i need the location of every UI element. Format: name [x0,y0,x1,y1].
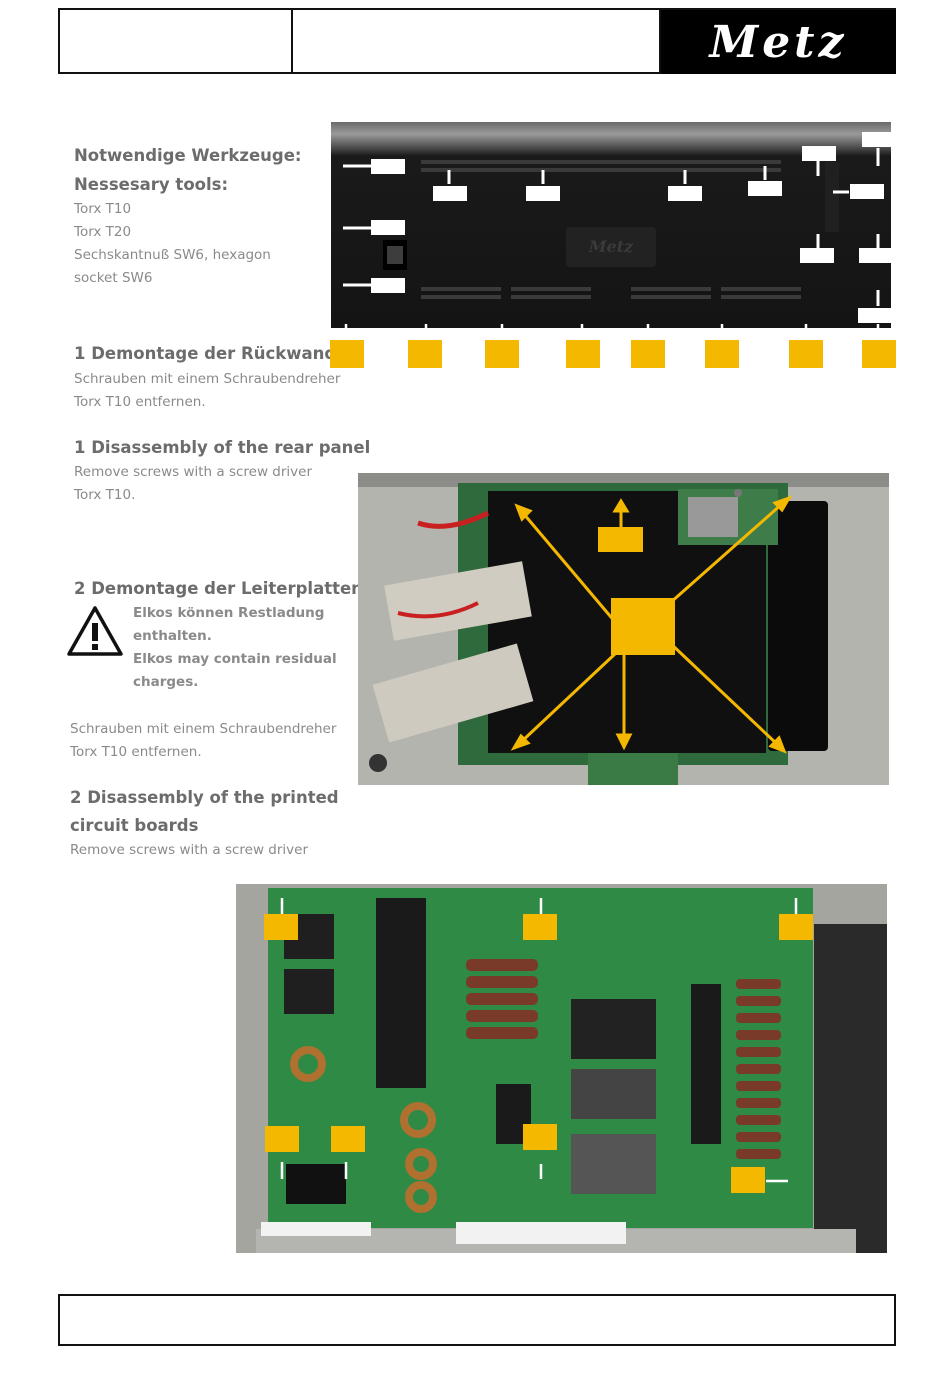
screw-label-box [800,248,834,263]
screw-label-box [802,146,836,161]
bottom-screw-arrows [344,324,880,340]
panel-metz-logo: Metz [588,237,634,256]
tool-item: Sechskantnuß SW6, hexagon [74,247,271,263]
tools-heading-de: Notwendige Werkzeuge: [74,146,302,165]
screw-marker [523,1124,557,1150]
step2-text-de: Schrauben mit einem Schraubendreher [70,721,337,737]
header-divider [659,8,661,74]
screw-label-box [862,132,896,147]
screw-label-box [371,278,405,293]
power-board-photo [236,884,887,1253]
screw-marker [330,340,364,368]
screw-label-box [371,159,405,174]
step1-title-de: 1 Demontage der Rückwand [74,344,337,363]
warning-text: enthalten. [133,628,212,644]
step1-text-de: Torx T10 entfernen. [74,394,206,410]
metz-logo: Metz [709,17,848,68]
screw-label-box [859,248,893,263]
tool-item: Torx T20 [74,224,132,240]
footer-box [58,1294,896,1346]
step2-title-en: circuit boards [70,816,199,835]
tool-item: socket SW6 [74,270,153,286]
header-divider [291,8,293,74]
screw-label-box [371,220,405,235]
warning-triangle-icon [67,606,123,656]
warning-text: Elkos können Restladung [133,605,325,621]
screw-marker [264,914,298,940]
screw-marker [598,527,643,552]
screw-label-box [433,186,467,201]
screw-marker [631,340,665,368]
screw-marker [408,340,442,368]
step2-text-de: Torx T10 entfernen. [70,744,202,760]
step1-text-en: Torx T10. [74,487,136,503]
screw-marker [265,1126,299,1152]
screw-marker [789,340,823,368]
screw-marker [331,1126,365,1152]
screw-label-box [748,181,782,196]
screw-marker-center [611,598,675,655]
warning-text: charges. [133,674,199,690]
step2-title-de: 2 Demontage der Leiterplatten [74,579,363,598]
screw-label-box [858,308,892,323]
step2-text-en: Remove screws with a screw driver [70,842,309,858]
screw-label-box [668,186,702,201]
screw-marker [566,340,600,368]
screw-marker [523,914,557,940]
screw-label-box [526,186,560,201]
screw-marker [779,914,813,940]
screw-label-box [850,184,884,199]
logo-background [661,10,896,74]
tool-item: Torx T10 [74,201,132,217]
screw-marker [731,1167,765,1193]
screw-marker [705,340,739,368]
warning-text: Elkos may contain residual [133,651,337,667]
screw-marker [485,340,519,368]
tools-heading-en: Nessesary tools: [74,175,229,194]
screw-marker [862,340,896,368]
step1-text-de: Schrauben mit einem Schraubendreher [74,371,341,387]
step1-text-en: Remove screws with a screw driver [74,464,313,480]
step1-title-en: 1 Disassembly of the rear panel [74,438,371,457]
step2-title-en: 2 Disassembly of the printed [70,788,339,807]
